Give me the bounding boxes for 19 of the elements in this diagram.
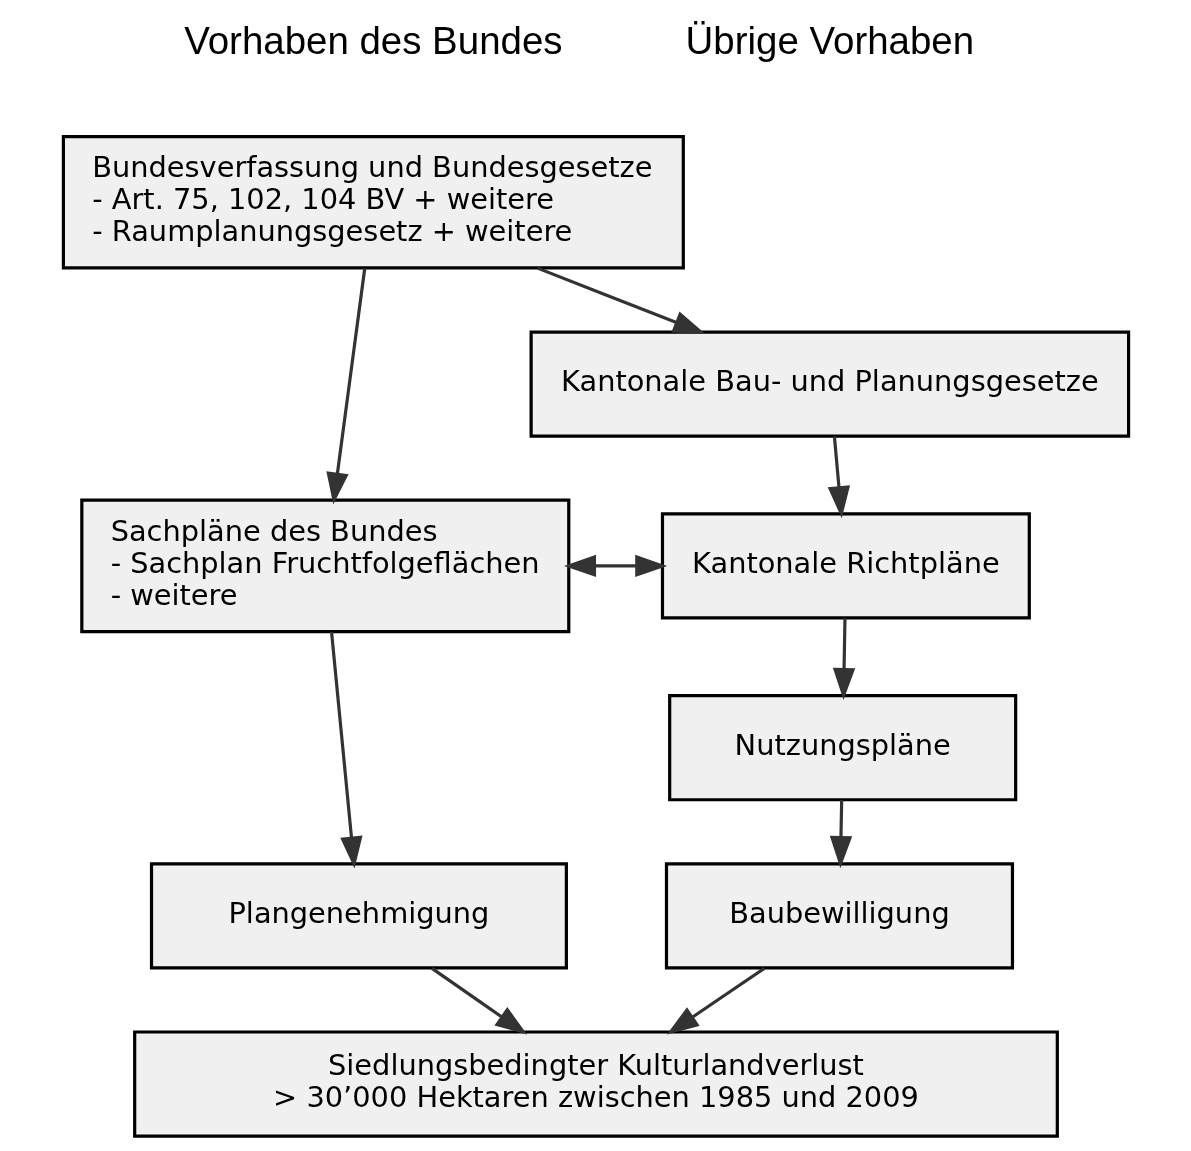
arrow (536, 266, 705, 334)
node-box: Baubewilligung (664, 862, 1014, 970)
arrow (832, 618, 855, 701)
arrow (325, 268, 366, 505)
node-box: Siedlungsbedingter Kulturlandverlust > 30’000 Hektaren zwischen 1985 und 2009 (132, 1030, 1059, 1138)
node-box: Bundesverfassung und Bundesgesetze - Art. 75, 102, 104 BV + weitere - Raumplanungsgesetz + weitere (61, 135, 685, 270)
label: Vorhaben des Bundes (183, 18, 562, 62)
arrow (666, 967, 765, 1035)
arrow (430, 967, 527, 1035)
node-box: Plangenehmigung (149, 862, 568, 970)
arrow (827, 436, 850, 519)
arrow (329, 631, 363, 869)
arrow (563, 554, 667, 578)
label: Übrige Vorhaben (685, 18, 974, 62)
node-box: Sachpläne des Bundes - Sachplan Fruchtfolgeflächen - weitere (79, 498, 570, 634)
arrow (829, 800, 852, 869)
node-box: Kantonale Bau- und Planungsgesetze (529, 330, 1130, 438)
node-box: Kantonale Richtpläne (660, 512, 1031, 620)
node-box: Nutzungspläne (667, 694, 1017, 802)
